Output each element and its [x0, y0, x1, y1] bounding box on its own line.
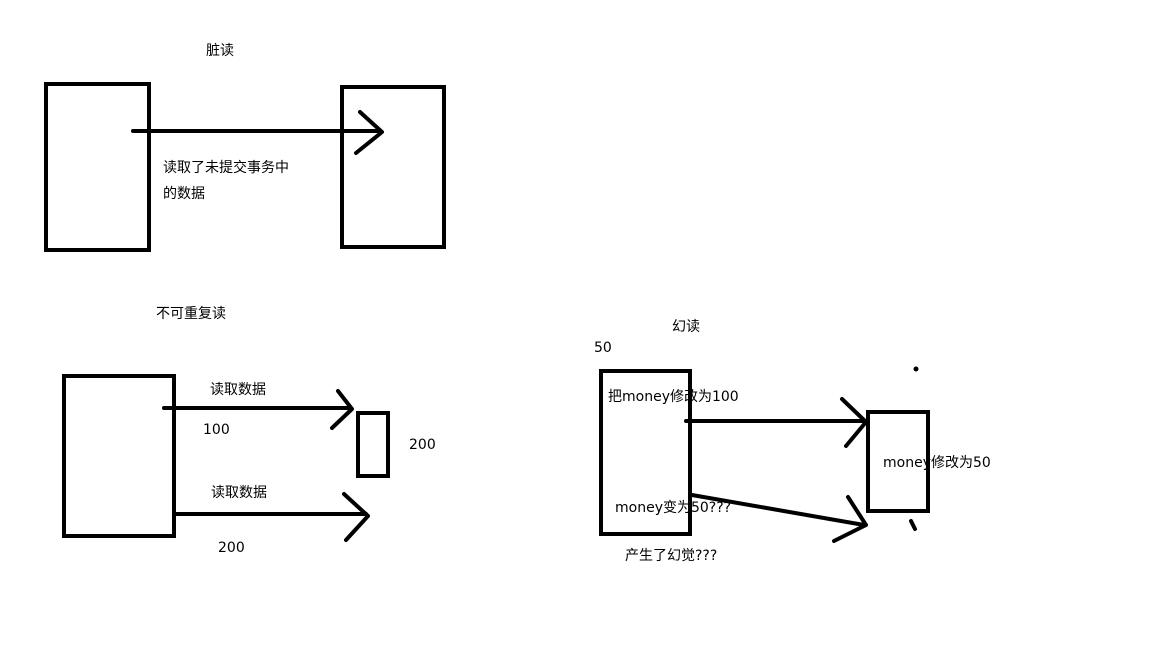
phantom-left-result: money变为50???: [615, 500, 732, 516]
dirty-read-desc-line2: 的数据: [163, 186, 205, 202]
phantom-initial-value: 50: [594, 340, 612, 356]
non-repeatable-read1-value: 100: [203, 422, 230, 438]
dirty-read-desc-line1: 读取了未提交事务中: [163, 160, 289, 176]
stray-dot-mark: [913, 366, 919, 372]
stray-tick-mark: [909, 519, 917, 531]
non-repeatable-left-box: [62, 374, 176, 538]
non-repeatable-arrow1-head: [330, 389, 354, 430]
non-repeatable-arrow2-head: [342, 492, 370, 542]
non-repeatable-read1-label: 读取数据: [210, 382, 266, 398]
non-repeatable-read2-value: 200: [218, 540, 245, 556]
dirty-read-arrow-head: [354, 110, 384, 155]
phantom-left-action: 把money修改为100: [608, 389, 739, 405]
phantom-read-title: 幻读: [672, 319, 700, 335]
dirty-read-right-box: [340, 85, 446, 249]
non-repeatable-target-box: [356, 411, 390, 478]
phantom-right-action: money修改为50: [883, 455, 991, 471]
dirty-read-left-box: [44, 82, 151, 252]
phantom-arrow2-shaft: [690, 493, 866, 527]
non-repeatable-target-value: 200: [409, 437, 436, 453]
dirty-read-title: 脏读: [206, 43, 234, 59]
phantom-left-box: [599, 369, 692, 536]
phantom-right-box: [866, 410, 930, 513]
phantom-conclusion: 产生了幻觉???: [625, 548, 718, 564]
phantom-arrow2-head: [832, 495, 868, 543]
phantom-arrow1-head: [840, 397, 868, 448]
non-repeatable-read-title: 不可重复读: [156, 306, 226, 322]
non-repeatable-read2-label: 读取数据: [211, 485, 267, 501]
